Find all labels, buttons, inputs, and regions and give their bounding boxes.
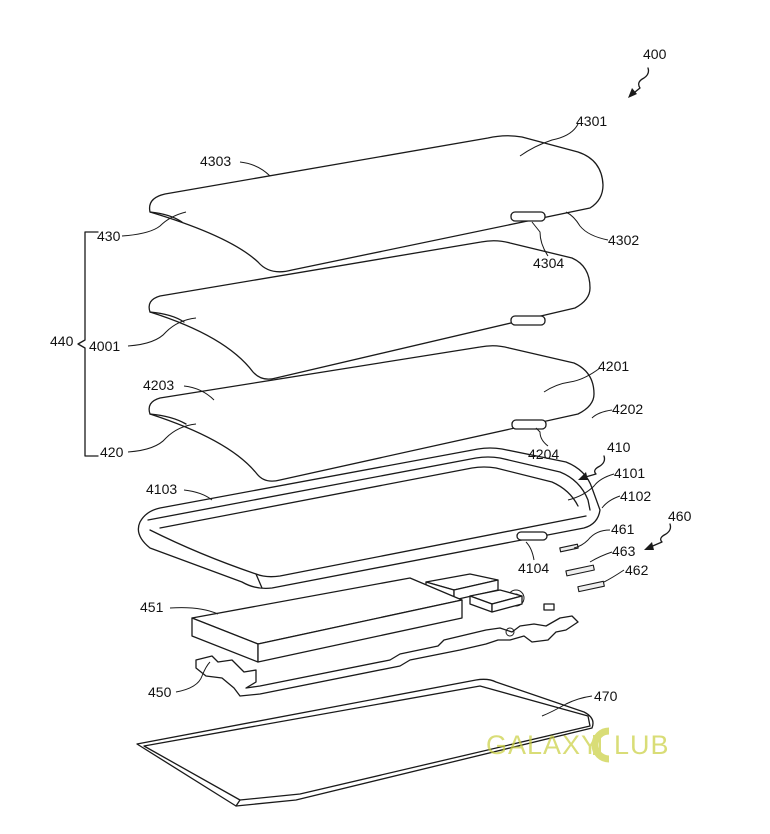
label-440: 440 — [50, 333, 74, 349]
leader-lines — [121, 123, 625, 717]
label-4301: 4301 — [576, 113, 607, 129]
label-460: 460 — [668, 508, 692, 524]
label-4202: 4202 — [612, 401, 643, 417]
part-470-back-glass — [136, 678, 594, 807]
label-4203: 4203 — [143, 377, 174, 393]
part-4001-sheet — [148, 240, 591, 380]
bracket-440 — [77, 231, 99, 457]
label-4201: 4201 — [598, 358, 629, 374]
label-4304: 4304 — [533, 255, 564, 271]
label-4001: 4001 — [89, 338, 120, 354]
part-460-side-keys — [559, 543, 605, 593]
label-461: 461 — [611, 521, 635, 537]
label-4302: 4302 — [608, 232, 639, 248]
label-400: 400 — [643, 46, 667, 62]
label-4102: 4102 — [620, 488, 651, 504]
watermark: GALAXY LUB — [486, 727, 670, 763]
label-470: 470 — [594, 688, 618, 704]
ref-arrows — [578, 67, 672, 550]
label-451: 451 — [140, 599, 164, 615]
ref-labels: 400 4301 4303 430 4302 4304 440 4001 420… — [50, 46, 692, 704]
label-450: 450 — [148, 684, 172, 700]
label-463: 463 — [612, 543, 636, 559]
label-430: 430 — [97, 228, 121, 244]
part-450-board — [195, 573, 579, 697]
watermark-c-ring — [591, 727, 610, 763]
watermark-phone-mark — [593, 735, 601, 755]
label-4103: 4103 — [146, 481, 177, 497]
part-430-cover-glass — [148, 135, 604, 273]
label-4303: 4303 — [200, 153, 231, 169]
label-420: 420 — [100, 444, 124, 460]
part-420-display-sheet — [148, 345, 595, 482]
label-4104: 4104 — [518, 560, 549, 576]
part-451-battery — [191, 577, 463, 663]
label-4101: 4101 — [614, 465, 645, 481]
watermark-text-left: GALAXY — [486, 730, 600, 760]
label-410: 410 — [607, 439, 631, 455]
label-462: 462 — [625, 562, 649, 578]
watermark-text-right: LUB — [614, 730, 670, 760]
label-4204: 4204 — [528, 446, 559, 462]
part-410-housing — [137, 447, 601, 590]
